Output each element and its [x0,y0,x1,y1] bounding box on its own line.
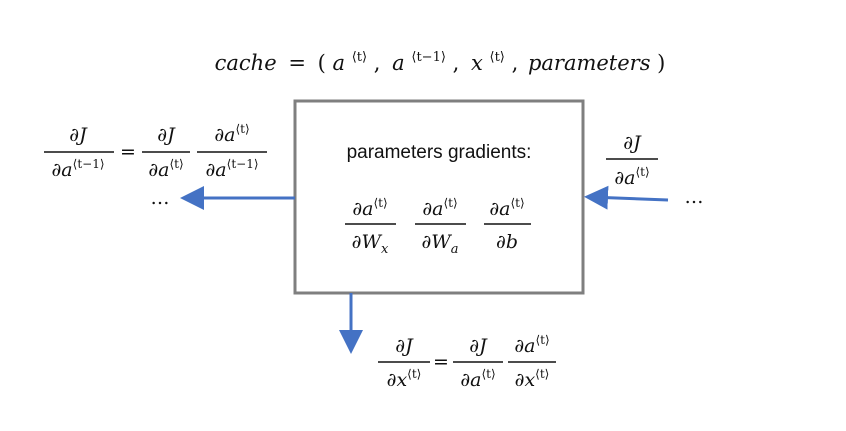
left-r1-denominator: ∂a⟨t⟩ [148,157,183,181]
bottom-lhs-numerator: ∂J [395,335,414,357]
right-input-gradient: ∂J ∂a⟨t⟩ … [606,132,704,208]
cache-comma3: , [512,51,519,75]
grad-wa-denominator: ∂Wa [421,231,458,257]
grad-b-numerator: ∂a⟨t⟩ [489,196,524,220]
left-r1-numerator: ∂J [157,124,176,146]
cache-parameters: parameters [528,51,651,75]
cache-sup-t: ⟨t⟩ [352,50,367,65]
right-arrow [584,185,669,210]
cache-comma1: , [374,51,381,75]
left-lhs-denominator: ∂a⟨t−1⟩ [51,157,104,181]
cache-a1: a [333,51,346,75]
cache-eq-sign: = [288,51,306,75]
cache-equation: cache = ( a ⟨t⟩ , a ⟨t−1⟩ , x ⟨t⟩ , para… [215,42,666,75]
cache-a2: a [392,51,405,75]
grad-fraction-wx: ∂a⟨t⟩ ∂Wx [345,196,396,257]
bottom-gradient-equation: ∂J ∂x⟨t⟩ = ∂J ∂a⟨t⟩ ∂a⟨t⟩ ∂x⟨t⟩ [378,333,556,391]
left-gradient-equation: ∂J ∂a⟨t−1⟩ = ∂J ∂a⟨t⟩ ∂a⟨t⟩ ∂a⟨t−1⟩ … [44,122,267,209]
right-denominator: ∂a⟨t⟩ [614,165,649,189]
grad-wa-numerator: ∂a⟨t⟩ [422,196,457,220]
bottom-r1-denominator: ∂a⟨t⟩ [460,367,495,391]
left-eq-sign: = [120,141,136,163]
right-ellipsis: … [685,186,704,208]
cache-close-paren: ) [657,51,665,75]
cache-open-paren: ( [318,51,326,75]
left-r2-denominator: ∂a⟨t−1⟩ [205,157,258,181]
grad-wx-denominator: ∂Wx [352,231,389,257]
cache-comma2: , [453,51,460,75]
grad-b-denominator: ∂b [496,231,518,253]
bottom-r1-numerator: ∂J [469,335,488,357]
bottom-lhs-denominator: ∂x⟨t⟩ [387,367,422,391]
left-ellipsis: … [151,187,170,209]
left-r2-numerator: ∂a⟨t⟩ [214,122,249,146]
bottom-r2-denominator: ∂x⟨t⟩ [515,367,550,391]
grad-fraction-wa: ∂a⟨t⟩ ∂Wa [415,196,466,257]
rnn-cell-box [293,99,585,295]
cache-x: x [471,51,483,75]
left-lhs-numerator: ∂J [69,124,88,146]
cache-word: cache [215,51,277,75]
bottom-r2-numerator: ∂a⟨t⟩ [514,333,549,357]
right-numerator: ∂J [623,132,642,154]
cache-sup-t-x: ⟨t⟩ [490,50,505,65]
box-title: parameters gradients: [347,142,532,163]
bottom-eq-sign: = [433,351,449,373]
grad-fraction-b: ∂a⟨t⟩ ∂b [484,196,531,253]
cache-sup-t-minus-1: ⟨t−1⟩ [411,50,446,65]
grad-wx-numerator: ∂a⟨t⟩ [352,196,387,220]
